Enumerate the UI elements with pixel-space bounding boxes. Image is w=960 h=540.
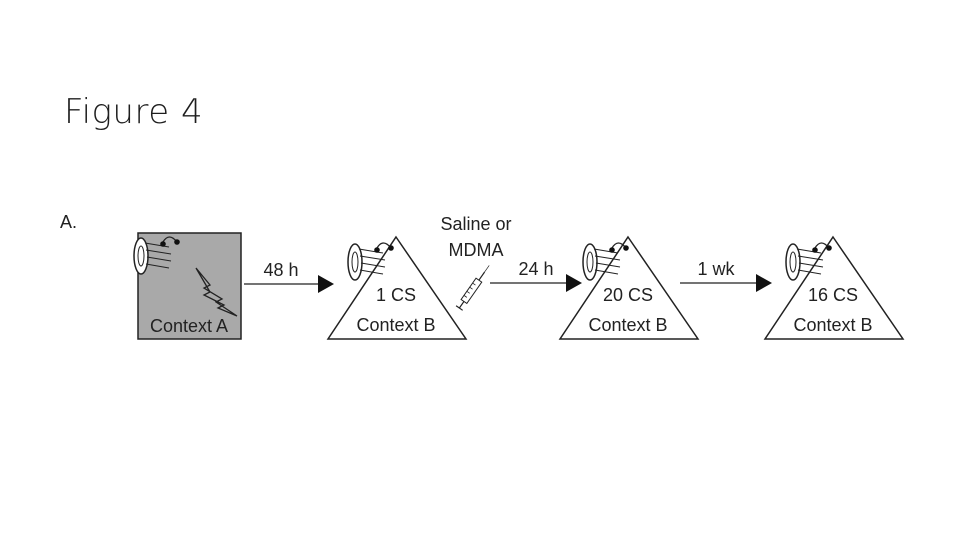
context-a-chamber: Context A xyxy=(133,232,242,340)
stage-3-cs-label: 16 CS xyxy=(808,285,858,305)
injection-label-line1: Saline or xyxy=(440,214,511,234)
context-a-label: Context A xyxy=(150,316,228,336)
arrow-right-icon xyxy=(756,274,772,292)
interval-3-label: 1 wk xyxy=(697,259,735,279)
injection-label-line2: MDMA xyxy=(449,240,504,260)
arrow-right-icon xyxy=(318,275,334,293)
stage-1-cs-label: 1 CS xyxy=(376,285,416,305)
context-b-label-3: Context B xyxy=(793,315,872,335)
context-b-label-1: Context B xyxy=(356,315,435,335)
context-b-chamber-2: 20 CS Context B xyxy=(558,235,700,340)
context-b-chamber-3: 16 CS Context B xyxy=(763,235,905,340)
interval-arrow-1: 48 h xyxy=(244,260,334,293)
interval-1-label: 48 h xyxy=(263,260,298,280)
context-b-label-2: Context B xyxy=(588,315,667,335)
arrow-right-icon xyxy=(566,274,582,292)
interval-2-label: 24 h xyxy=(518,259,553,279)
syringe-icon xyxy=(455,265,490,311)
interval-arrow-3: 1 wk xyxy=(680,259,772,292)
lightning-shock-icon xyxy=(195,267,238,317)
slide-title: Figure 4 xyxy=(64,92,204,132)
context-b-chamber-1: 1 CS Context B xyxy=(326,235,468,340)
interval-arrow-2: 24 h xyxy=(490,259,582,292)
stage-2-cs-label: 20 CS xyxy=(603,285,653,305)
panel-label: A. xyxy=(60,212,77,232)
